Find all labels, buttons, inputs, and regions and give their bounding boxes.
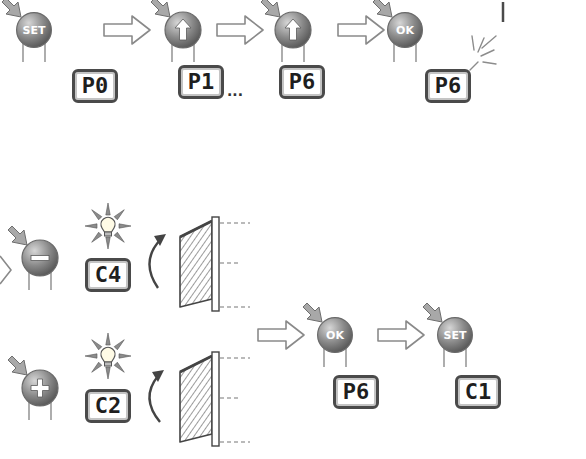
display-readout: C4 [85,258,131,292]
display-readout: P6 [425,69,471,103]
button-label: OK [326,330,344,341]
button-label: OK [396,25,414,36]
button-label: SET [23,25,46,36]
display-code: P0 [82,75,109,97]
push-button: OK [317,317,353,353]
display-code: P6 [343,381,370,403]
display-readout: P1 [178,65,224,99]
display-readout: P6 [279,65,325,99]
continuation-dots: ... [227,84,243,98]
display-code: P1 [188,71,215,93]
push-button: SET [437,317,473,353]
display-code: C1 [465,381,492,403]
display-code: P6 [435,75,462,97]
button-label: SET [444,330,467,341]
display-readout: C2 [85,389,131,423]
display-readout: P0 [72,69,118,103]
display-readout: P6 [333,375,379,409]
display-readout: C1 [455,375,501,409]
push-button: OK [387,12,423,48]
display-code: P6 [289,71,316,93]
display-code: C4 [95,264,122,286]
display-code: C2 [95,395,122,417]
push-button: SET [16,12,52,48]
